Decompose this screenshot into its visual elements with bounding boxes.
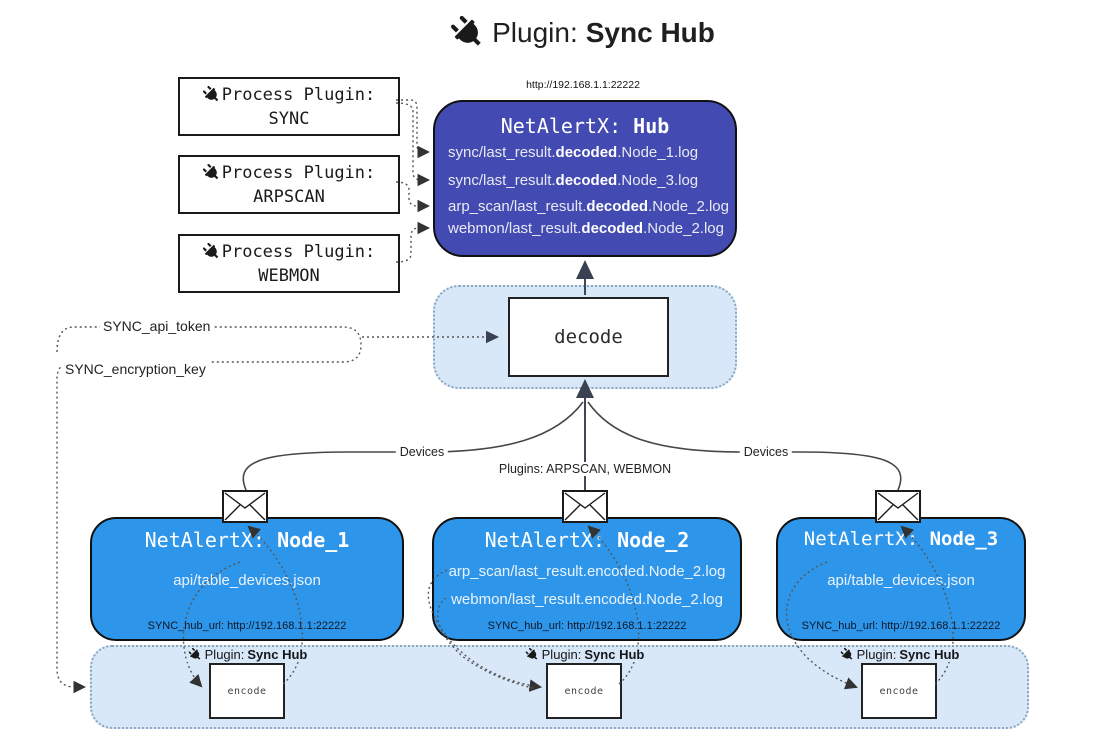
process-plugin-label: Process Plugin:: [221, 84, 376, 105]
page-title: Plugin: Sync Hub: [451, 16, 715, 49]
process-plugin-label: Process Plugin:: [221, 241, 376, 262]
hub-title: NetAlertX: Hub: [435, 114, 735, 138]
sync-encryption-key-label: SYNC_encryption_key: [62, 361, 209, 377]
process-plugin-name: WEBMON: [258, 265, 320, 286]
node-1: NetAlertX: Node_1 api/table_devices.json…: [90, 517, 404, 641]
hub-log-line: arp_scan/last_result.decoded.Node_2.log: [448, 198, 729, 215]
node-footer: SYNC_hub_url: http://192.168.1.1:22222: [801, 620, 1001, 632]
encode-plugin-label-3: Plugin: Sync Hub: [838, 647, 962, 662]
edge-sync-to-hub-1: [396, 99, 431, 159]
page-title-prefix: Plugin:: [492, 16, 578, 48]
edge-label-devices-left: Devices: [395, 445, 449, 459]
plug-icon: [840, 648, 854, 661]
node-line: webmon/last_result.encoded.Node_2.log: [451, 591, 723, 608]
hub-log-line: sync/last_result.decoded.Node_3.log: [448, 172, 699, 189]
process-plugin-label: Process Plugin:: [221, 162, 376, 183]
encode-box-3: encode: [861, 663, 937, 719]
node-title: NetAlertX: Node_3: [803, 528, 999, 550]
process-plugin-webmon: Process Plugin: WEBMON: [178, 234, 400, 293]
edge-webmon-to-hub: [395, 221, 431, 263]
node-line: api/table_devices.json: [173, 572, 321, 589]
process-plugin-name: ARPSCAN: [253, 186, 325, 207]
hub-node: NetAlertX: Hub sync/last_result.decoded.…: [433, 100, 737, 257]
plug-icon: [188, 648, 202, 661]
node-3: NetAlertX: Node_3 api/table_devices.json…: [776, 517, 1026, 641]
plug-icon: [451, 16, 484, 49]
process-plugin-arpscan: Process Plugin: ARPSCAN: [178, 155, 400, 214]
node-line: arp_scan/last_result.encoded.Node_2.log: [448, 563, 726, 580]
edge-label-plugins: Plugins: ARPSCAN, WEBMON: [494, 462, 676, 476]
plug-icon: [525, 648, 539, 661]
plug-icon: [202, 86, 220, 103]
hub-log-line: webmon/last_result.decoded.Node_2.log: [448, 220, 724, 237]
hub-url: http://192.168.1.1:22222: [526, 79, 640, 91]
process-plugin-sync: Process Plugin: SYNC: [178, 77, 400, 136]
process-plugin-name: SYNC: [268, 108, 310, 129]
plug-icon: [202, 164, 220, 181]
node-title: NetAlertX: Node_2: [484, 528, 690, 552]
encode-box-1: encode: [209, 663, 285, 719]
hub-log-line: sync/last_result.decoded.Node_1.log: [448, 144, 699, 161]
edge-arpscan-to-hub: [395, 181, 431, 213]
decode-box: decode: [508, 297, 669, 377]
edge-label-devices-right: Devices: [739, 445, 793, 459]
plug-icon: [202, 243, 220, 260]
node-footer: SYNC_hub_url: http://192.168.1.1:22222: [487, 620, 687, 632]
edge-sync-to-hub-2: [395, 102, 431, 187]
node-line: api/table_devices.json: [827, 572, 975, 589]
hub-title-name: Hub: [633, 114, 670, 138]
node-2: NetAlertX: Node_2 arp_scan/last_result.e…: [432, 517, 742, 641]
node-title: NetAlertX: Node_1: [144, 528, 350, 552]
page-title-name: Sync Hub: [585, 16, 715, 48]
encode-box-2: encode: [546, 663, 622, 719]
node-footer: SYNC_hub_url: http://192.168.1.1:22222: [147, 620, 347, 632]
hub-title-prefix: NetAlertX:: [500, 114, 634, 138]
sync-api-token-label: SYNC_api_token: [100, 318, 214, 334]
decode-label: decode: [554, 326, 623, 348]
encode-plugin-label-1: Plugin: Sync Hub: [186, 647, 310, 662]
encode-plugin-label-2: Plugin: Sync Hub: [523, 647, 647, 662]
